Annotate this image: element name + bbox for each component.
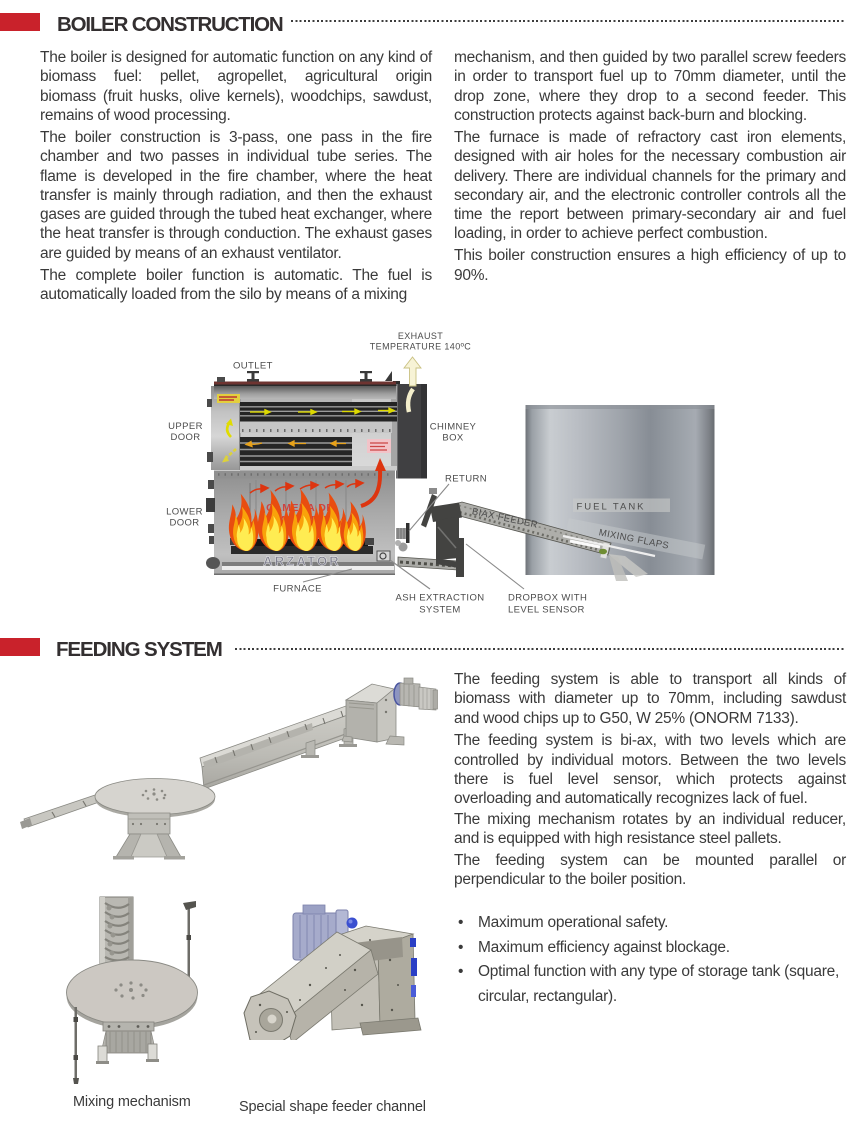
svg-text:CHIMNEY: CHIMNEY <box>430 422 477 433</box>
svg-text:TEMPERATURE 140ºC: TEMPERATURE 140ºC <box>370 342 472 352</box>
svg-text:BOX: BOX <box>442 433 464 444</box>
svg-text:ARZATOR: ARZATOR <box>263 554 341 569</box>
svg-text:DROPBOX WITH: DROPBOX WITH <box>508 593 587 604</box>
svg-text:LEVEL SENSOR: LEVEL SENSOR <box>508 605 585 616</box>
svg-text:LOWER: LOWER <box>166 507 203 518</box>
svg-text:ASH EXTRACTION: ASH EXTRACTION <box>396 593 485 604</box>
svg-text:DOOR: DOOR <box>169 518 199 529</box>
svg-text:OUTLET: OUTLET <box>233 361 273 372</box>
svg-text:SYSTEM: SYSTEM <box>419 605 460 616</box>
svg-text:FUEL TANK: FUEL TANK <box>576 502 645 513</box>
svg-text:EXHAUST: EXHAUST <box>398 331 443 341</box>
svg-text:FURNACE: FURNACE <box>273 584 322 595</box>
svg-text:UPPER: UPPER <box>168 421 203 432</box>
svg-text:DOOR: DOOR <box>170 432 200 443</box>
svg-text:RETURN: RETURN <box>445 474 487 485</box>
